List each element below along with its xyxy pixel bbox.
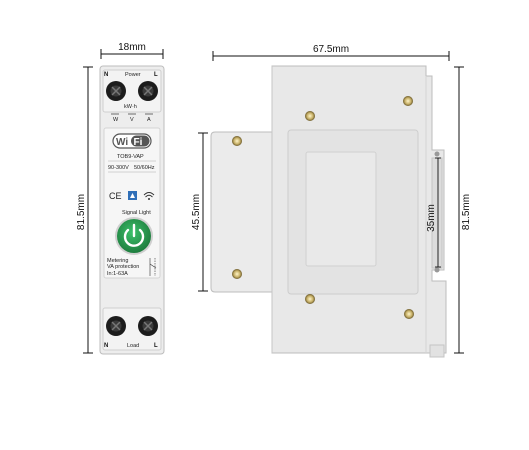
signal-light-label: Signal Light <box>122 210 151 216</box>
meter-label: kW·h <box>124 104 137 110</box>
front-width-label: 18mm <box>118 42 146 53</box>
bottom-terminal-l-label: L <box>154 343 158 349</box>
screw-top-right <box>403 96 413 106</box>
front-view: N Power L kW·h W V A Wi Fi TOB9-VAP 90-3… <box>99 65 165 355</box>
wifi-logo: Wi Fi <box>112 133 152 149</box>
frequency-label: 50/60Hz <box>134 165 155 171</box>
feature-metering: Metering <box>107 258 128 264</box>
wifi-logo-right: Fi <box>134 137 143 148</box>
top-terminal-l <box>138 81 158 101</box>
screw-flange-bottom <box>232 269 242 279</box>
front-height-dimension: 81.5mm <box>76 66 93 354</box>
front-width-dimension: 18mm <box>100 42 164 59</box>
marker-a: A <box>147 117 151 123</box>
wifi-signal-icon <box>143 192 155 200</box>
screw-flange-top <box>232 136 242 146</box>
rail-screw-bottom <box>434 267 440 273</box>
wifi-logo-left: Wi <box>116 137 128 148</box>
power-label: Power <box>125 72 141 78</box>
side-width-label: 67.5mm <box>313 44 349 55</box>
breaker-symbol-icon <box>149 258 157 276</box>
bottom-terminal-n-label: N <box>104 343 108 349</box>
rating-label: In:1-63A <box>107 271 128 277</box>
rail-height-dimension: 35mm <box>426 157 441 268</box>
screw-bottom-right <box>404 309 414 319</box>
marker-v: V <box>130 117 134 123</box>
top-terminal-n <box>106 81 126 101</box>
rail-height-label: 35mm <box>426 204 437 232</box>
top-terminal-n-label: N <box>104 72 108 78</box>
side-left-height-label: 45.5mm <box>191 194 202 230</box>
side-left-height-dimension: 45.5mm <box>191 132 208 292</box>
rail-screw-top <box>434 151 440 157</box>
bottom-terminal-n <box>106 316 126 336</box>
screw-top-left <box>305 111 315 121</box>
screw-bottom-left <box>305 294 315 304</box>
top-terminal-l-label: L <box>154 72 158 78</box>
bottom-terminal-l <box>138 316 158 336</box>
side-view <box>210 65 447 358</box>
front-height-label: 81.5mm <box>76 194 87 230</box>
side-right-height-label: 81.5mm <box>461 194 472 230</box>
reset-icon <box>128 191 137 200</box>
ce-mark: CE <box>109 191 122 201</box>
side-right-height-dimension: 81.5mm <box>454 66 472 354</box>
side-width-dimension: 67.5mm <box>212 44 450 61</box>
load-label: Load <box>127 343 139 349</box>
voltage-label: 90-300V <box>108 165 129 171</box>
model-label: TOB9-VAP <box>117 154 144 160</box>
feature-va-protection: VA protection <box>107 264 139 270</box>
marker-w: W <box>113 117 119 123</box>
power-button[interactable] <box>115 217 153 255</box>
power-icon <box>123 223 145 247</box>
